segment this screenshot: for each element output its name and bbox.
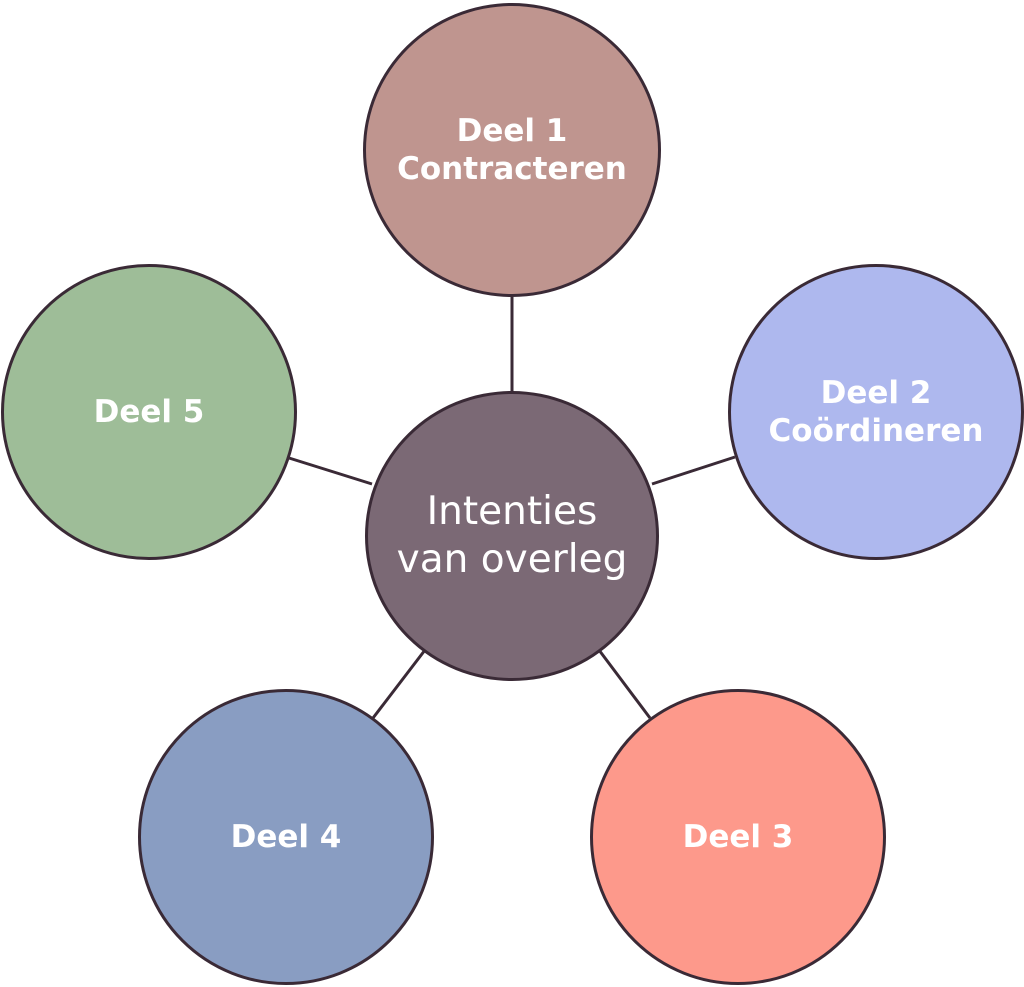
connector-deel-4	[371, 649, 427, 719]
node-deel-1-subtitle: Contracteren	[397, 151, 627, 187]
node-deel-3-title: Deel 3	[682, 819, 794, 855]
center-subtitle: van overleg	[396, 537, 628, 582]
node-deel-1-title: Deel 1	[456, 113, 568, 149]
node-deel-5: Deel 5	[1, 264, 297, 560]
connector-deel-3	[597, 649, 652, 719]
center-title: Intenties	[426, 489, 598, 534]
connector-deel-5	[288, 456, 373, 486]
node-deel-4-title: Deel 4	[230, 819, 342, 855]
connector-deel-2	[651, 455, 736, 486]
node-deel-2-title: Deel 2	[820, 375, 932, 411]
node-center: Intenties van overleg	[365, 391, 659, 681]
node-deel-2: Deel 2 Coördineren	[728, 264, 1024, 560]
node-deel-3: Deel 3	[590, 689, 886, 985]
node-deel-5-title: Deel 5	[93, 394, 205, 430]
node-deel-1: Deel 1 Contracteren	[363, 3, 661, 297]
node-deel-4: Deel 4	[138, 689, 434, 985]
node-deel-2-subtitle: Coördineren	[768, 413, 984, 449]
